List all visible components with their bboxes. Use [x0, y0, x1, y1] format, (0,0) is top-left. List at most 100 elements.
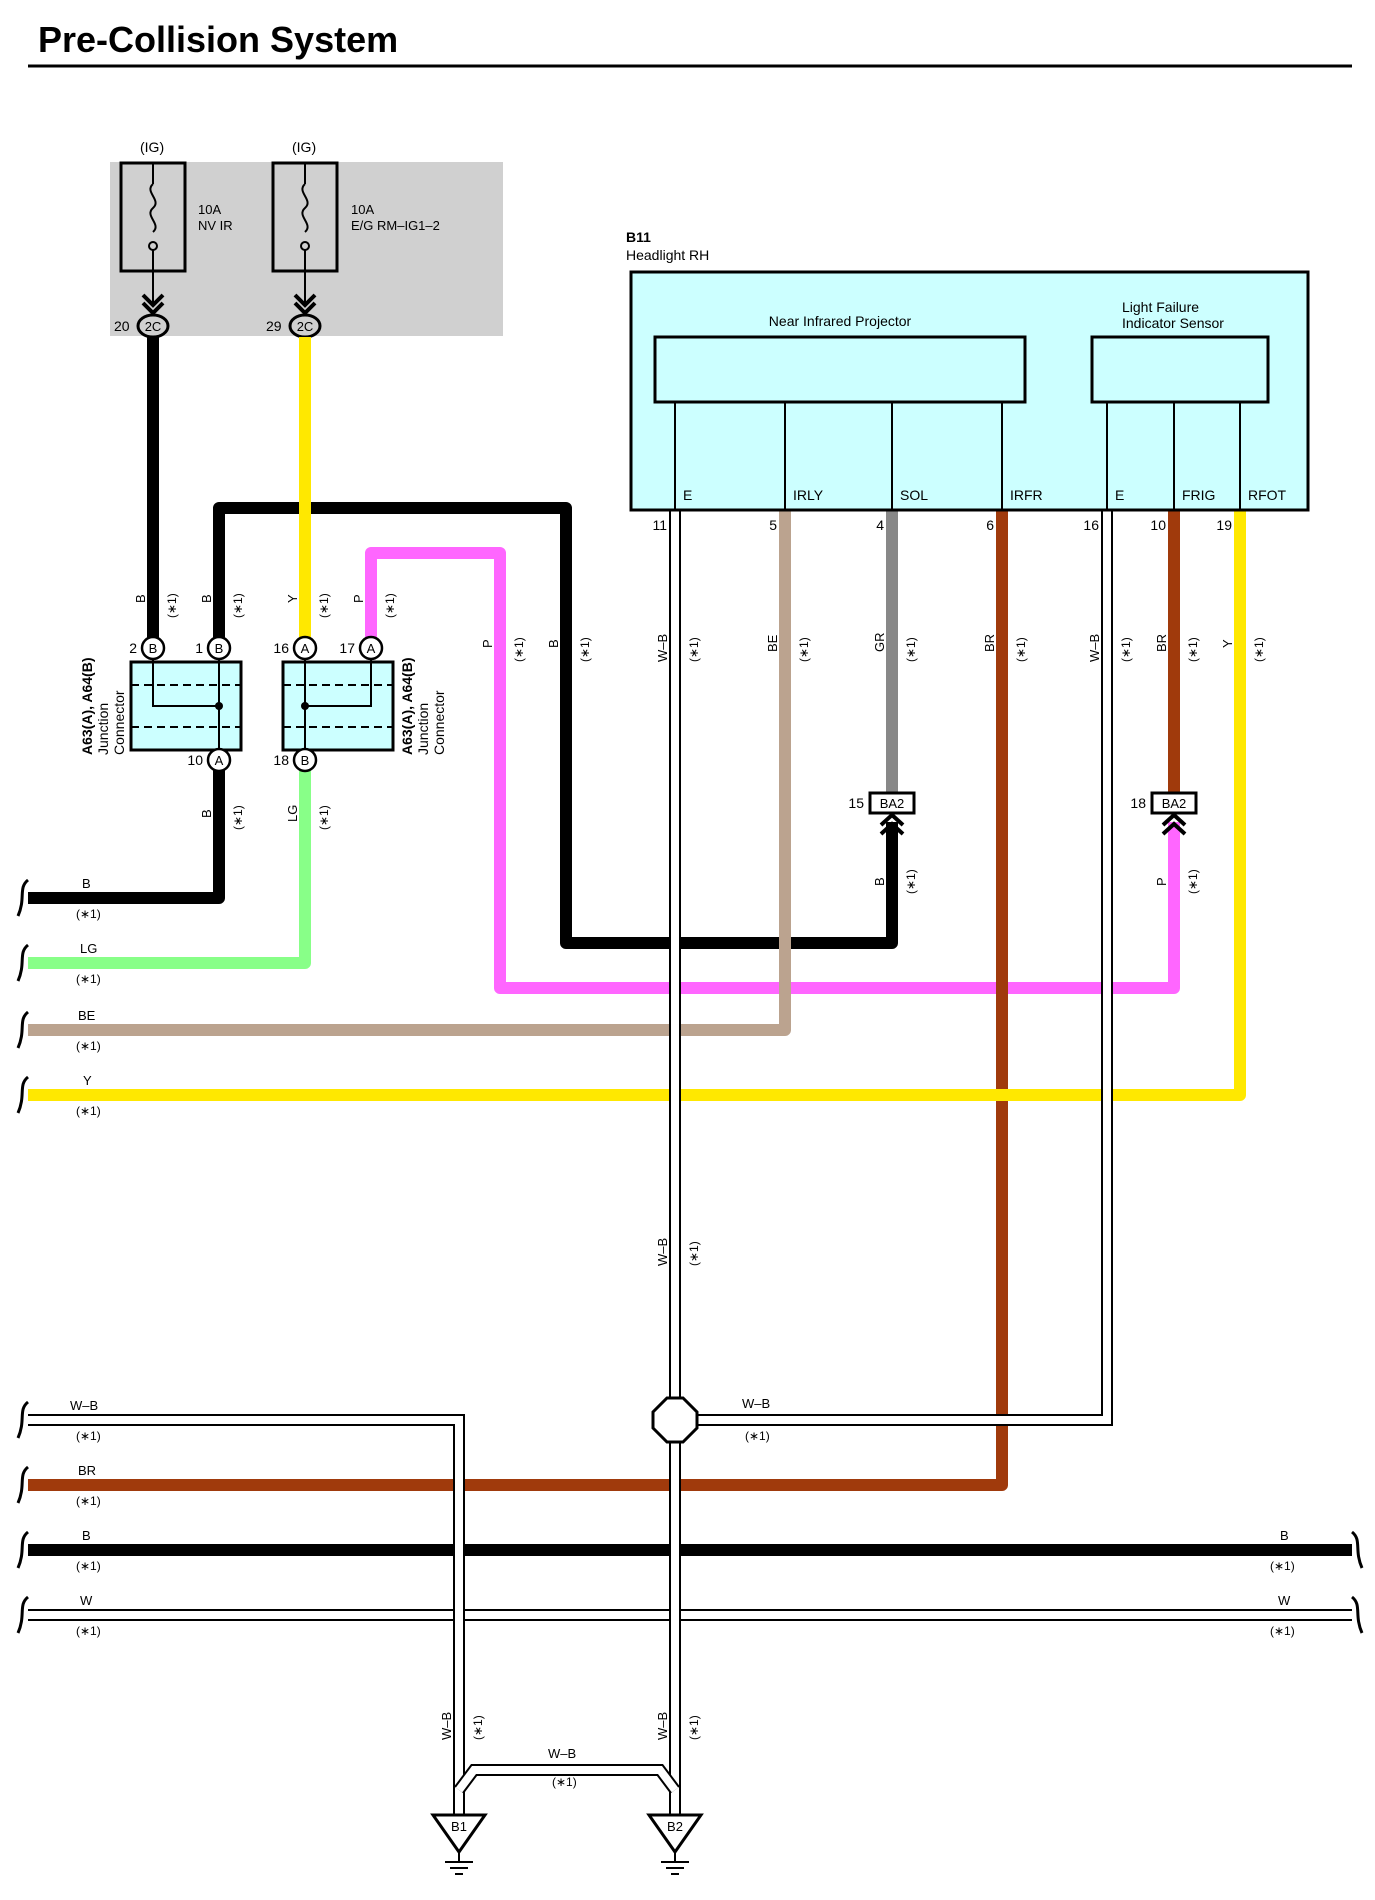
ground-b2-icon — [661, 1852, 689, 1875]
ground-b1-code: B1 — [451, 1819, 467, 1834]
fuse-1-pin: 20 — [114, 318, 130, 334]
fuse-2-chevron-icon — [293, 293, 317, 316]
right-edge-label-w: W — [1278, 1593, 1291, 1608]
wire-pink — [365, 547, 1180, 994]
headlight-terminals: E IRLY SOL IRFR E FRIG RFOT 11 5 4 6 16 … — [652, 487, 1286, 533]
jc1-junction-dot — [215, 702, 223, 710]
ba2-1-pin: 15 — [848, 795, 864, 811]
note-ba2-2-below: (∗1) — [1186, 869, 1200, 894]
projector-block — [653, 335, 1027, 404]
pin-11: 11 — [652, 517, 667, 533]
terminal-e-2: E — [1115, 487, 1124, 503]
inline-connector-1: BA2 15 — [848, 791, 916, 836]
tag-loop: B — [199, 594, 214, 603]
wire-black-loop — [213, 502, 898, 949]
jc1-pin-10 — [206, 747, 232, 773]
fuse-1-element-icon — [149, 183, 157, 233]
wb-left-inner — [28, 1416, 463, 1815]
wb-e16-inner — [675, 510, 1111, 1424]
right-edge-label-b: B — [1280, 1528, 1289, 1543]
headlight-internal-leads — [674, 402, 1241, 510]
jc1-pin-10-num: 10 — [187, 752, 203, 768]
ba2-1-code: BA2 — [880, 796, 905, 811]
edge-label-b1: B — [82, 876, 91, 891]
wire-irfr-br — [28, 510, 1008, 1491]
tag-frig: BR — [1154, 634, 1169, 652]
right-break-marks — [1350, 1530, 1364, 1634]
note-jc-pink: (∗1) — [383, 593, 397, 618]
sensor-label-1: Light Failure — [1122, 299, 1199, 315]
jc2-label-1: Junction — [415, 703, 431, 755]
note-pink-down: (∗1) — [512, 637, 526, 662]
fuse-2-node — [300, 241, 310, 251]
jc1-pin-2-num: 2 — [129, 640, 137, 656]
jc2-junction-dot — [301, 702, 309, 710]
tag-fuse1: B — [133, 594, 148, 603]
wire-irly-be — [28, 510, 791, 1036]
pin-16: 16 — [1083, 517, 1099, 533]
tag-rfot: Y — [1220, 639, 1235, 648]
jc1-pin-2 — [140, 635, 166, 661]
edge-note-lg: (∗1) — [76, 972, 101, 986]
note-irfr: (∗1) — [1014, 637, 1028, 662]
jc2-pin-18-num: 18 — [273, 752, 289, 768]
note-e11: (∗1) — [687, 637, 701, 662]
wb-bridge-inner — [455, 1766, 679, 1793]
tag-e16: W–B — [1087, 634, 1102, 662]
pin-10: 10 — [1150, 517, 1166, 533]
tag-sol: GR — [872, 633, 887, 653]
note-e16: (∗1) — [1119, 637, 1133, 662]
fuse-2-pin: 29 — [266, 318, 282, 334]
jc1-label-1: Junction — [95, 703, 111, 755]
ground-b1-icon — [445, 1852, 473, 1875]
pin-4: 4 — [876, 517, 884, 533]
ba2-1-chevron-icon — [879, 812, 905, 836]
wires — [28, 337, 1352, 1621]
tag-irly: BE — [765, 634, 780, 652]
note-trunk: (∗1) — [687, 1241, 701, 1266]
tag-jc1-out: B — [199, 809, 214, 818]
tag-ground2: W–B — [655, 1712, 670, 1740]
projector-label: Near Infrared Projector — [769, 313, 912, 329]
sensor-label-2: Indicator Sensor — [1122, 315, 1224, 331]
ba2-2-chevron-icon — [1161, 812, 1187, 836]
note-black-down: (∗1) — [578, 637, 592, 662]
tag-ground1: W–B — [439, 1712, 454, 1740]
jc2-pin-16-side: A — [301, 641, 310, 656]
wire-jc1-out-black — [28, 760, 225, 904]
note-ground2: (∗1) — [687, 1715, 701, 1740]
tag-bridge: W–B — [548, 1746, 576, 1761]
ground-b1-triangle — [430, 1813, 488, 1855]
jc2-pin-17-side: A — [367, 641, 376, 656]
ground-b2-code: B2 — [667, 1819, 683, 1834]
edge-note-b1: (∗1) — [76, 907, 101, 921]
fuse-2-rating: 10A — [351, 202, 374, 217]
fuse-2-connector-code: 2C — [297, 319, 314, 334]
note-fuse2: (∗1) — [317, 593, 331, 618]
splice-point — [651, 1396, 699, 1444]
jc1-code: A63(A), A64(B) — [79, 658, 95, 756]
jc1-pin-1-side: B — [215, 641, 224, 656]
pin-19: 19 — [1216, 517, 1232, 533]
tag-ba2-1-below: B — [872, 877, 887, 886]
terminal-frig: FRIG — [1182, 487, 1215, 503]
right-edge-note-w: (∗1) — [1270, 1624, 1295, 1638]
tag-black-down: B — [546, 639, 561, 648]
jc2-pin-17 — [358, 635, 384, 661]
headlight-code: B11 — [626, 229, 651, 245]
jc2-label-2: Connector — [431, 690, 447, 755]
edge-note-wb: (∗1) — [76, 1429, 101, 1443]
tag-pink-down: P — [480, 639, 495, 648]
edge-note-b2: (∗1) — [76, 1559, 101, 1573]
jc2-pin-16-num: 16 — [273, 640, 289, 656]
wb-wires — [28, 510, 1113, 1815]
tag-jc-pink: P — [351, 594, 366, 603]
edge-note-br: (∗1) — [76, 1494, 101, 1508]
note-frig: (∗1) — [1186, 637, 1200, 662]
jc2-pin-16 — [292, 635, 318, 661]
edge-label-y: Y — [83, 1073, 92, 1088]
right-edge-note-b: (∗1) — [1270, 1559, 1295, 1573]
wire-rfot-y — [28, 510, 1246, 1101]
note-loop: (∗1) — [231, 593, 245, 618]
